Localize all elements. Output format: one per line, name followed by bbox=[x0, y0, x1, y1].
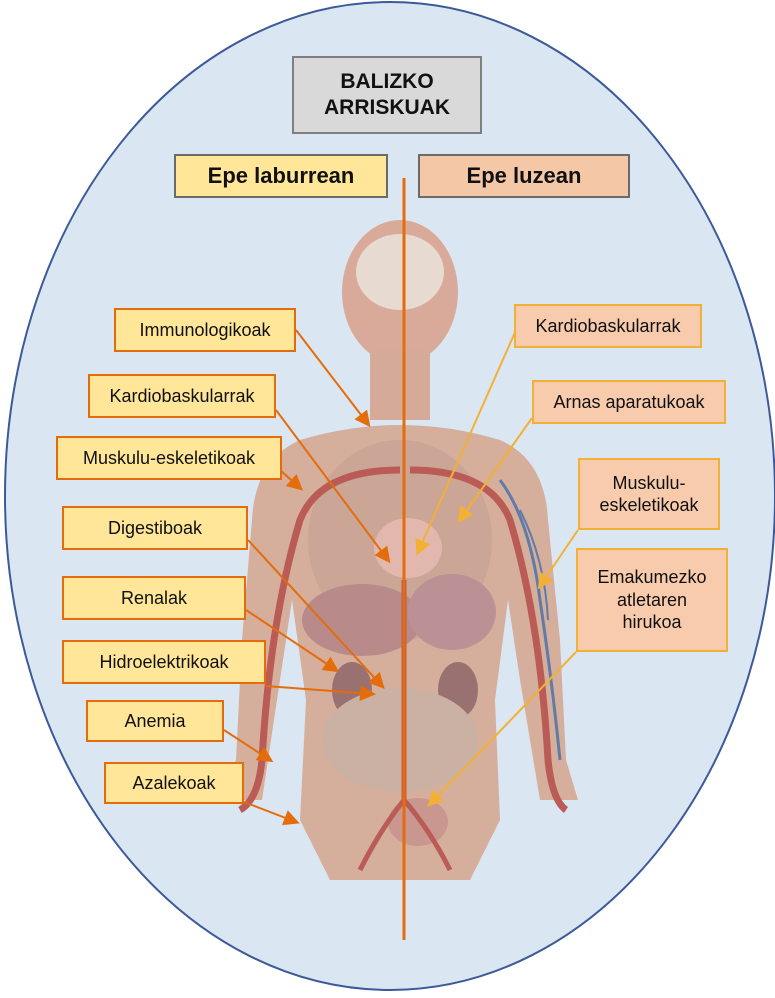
label-muskulu-eskeletikoak-short: Muskulu-eskeletikoak bbox=[56, 436, 282, 480]
label-muskulu-eskeletikoak-long: Muskulu- eskeletikoak bbox=[578, 458, 720, 530]
diagram-title: BALIZKO ARRISKUAK bbox=[292, 56, 482, 134]
label-emakumezko-atletaren-hirukoa: Emakumezko atletaren hirukoa bbox=[576, 548, 728, 652]
label-kardiobaskularrak-short: Kardiobaskularrak bbox=[88, 374, 276, 418]
label-anemia: Anemia bbox=[86, 700, 224, 742]
header-long-term: Epe luzean bbox=[418, 154, 630, 198]
label-renalak: Renalak bbox=[62, 576, 246, 620]
label-arnas-aparatukoak: Arnas aparatukoak bbox=[532, 380, 726, 424]
label-kardiobaskularrak-long: Kardiobaskularrak bbox=[514, 304, 702, 348]
label-immunologikoak: Immunologikoak bbox=[114, 308, 296, 352]
label-hidroelektrikoak: Hidroelektrikoak bbox=[62, 640, 266, 684]
label-digestiboak: Digestiboak bbox=[62, 506, 248, 550]
header-short-term: Epe laburrean bbox=[174, 154, 388, 198]
label-azalekoak: Azalekoak bbox=[104, 762, 244, 804]
